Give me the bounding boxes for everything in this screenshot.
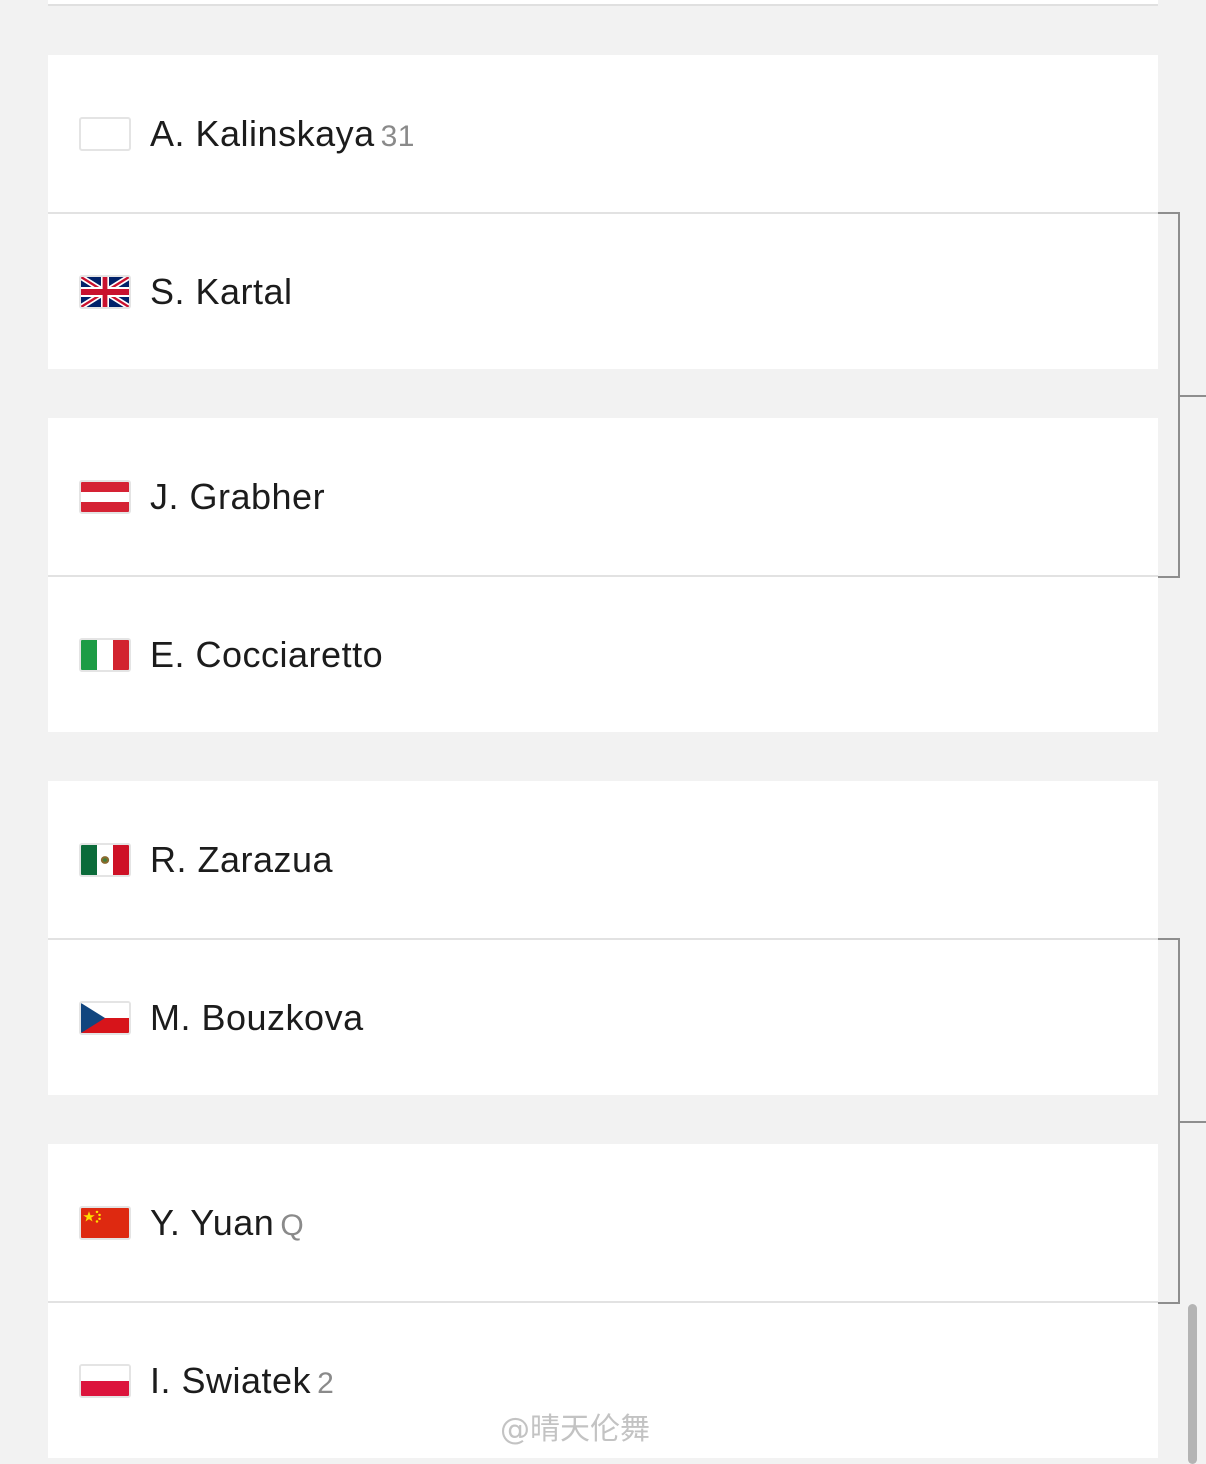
italy-flag-icon xyxy=(79,637,131,672)
bracket-connector-stub xyxy=(1180,395,1206,397)
bracket-connector xyxy=(1158,212,1180,578)
player-name: S. Kartal xyxy=(150,270,293,312)
austria-flag-icon xyxy=(79,479,131,514)
uk-flag-icon xyxy=(79,274,131,309)
bracket-connector-stub xyxy=(1180,1121,1206,1123)
previous-match-edge xyxy=(48,0,1158,6)
bracket-connector xyxy=(1158,938,1180,1304)
player-row[interactable]: J. Grabher xyxy=(48,418,1158,575)
mexico-flag-icon xyxy=(79,842,131,877)
match-card[interactable]: R. Zarazua M. Bouzkova xyxy=(48,781,1158,1095)
player-seed: Q xyxy=(280,1208,305,1242)
player-row[interactable]: E. Cocciaretto xyxy=(48,575,1158,732)
scrollbar-thumb[interactable] xyxy=(1188,1304,1197,1464)
player-name: J. Grabher xyxy=(150,475,326,517)
player-row[interactable]: M. Bouzkova xyxy=(48,938,1158,1095)
player-name: E. Cocciaretto xyxy=(150,633,384,675)
player-seed: 31 xyxy=(380,119,415,153)
poland-flag-icon xyxy=(79,1363,131,1398)
china-flag-icon xyxy=(79,1205,131,1240)
blank-flag-icon xyxy=(79,116,131,151)
player-row[interactable]: S. Kartal xyxy=(48,212,1158,369)
player-row[interactable]: R. Zarazua xyxy=(48,781,1158,938)
player-name: M. Bouzkova xyxy=(150,996,364,1038)
czech-flag-icon xyxy=(79,1000,131,1035)
watermark: @晴天伦舞 xyxy=(500,1412,650,1447)
player-seed: 2 xyxy=(317,1366,335,1400)
match-card[interactable]: J. Grabher E. Cocciaretto xyxy=(48,418,1158,732)
player-name: R. Zarazua xyxy=(150,838,334,880)
